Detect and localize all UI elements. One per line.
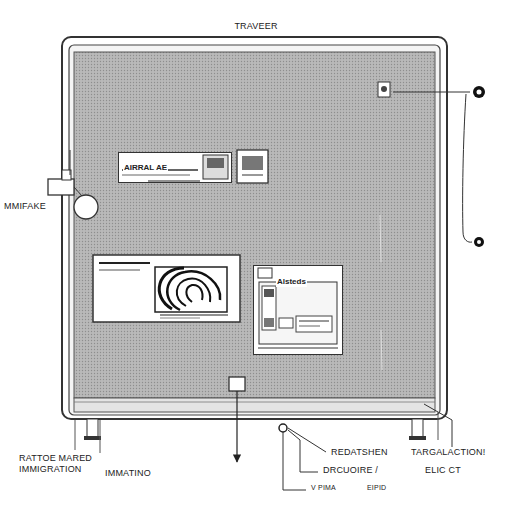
- illustration-part: [99, 270, 140, 271]
- illustration-part: [279, 318, 293, 328]
- illustration-part: [258, 348, 338, 349]
- fingerprint-panel: [93, 255, 240, 322]
- illustration-part: [229, 377, 245, 391]
- latch: [48, 150, 98, 219]
- illustration-part: [477, 90, 482, 95]
- illustration-part: [299, 321, 329, 322]
- illustration-part: [160, 314, 228, 315]
- illustration-part: [477, 240, 481, 244]
- illustration-part: [148, 181, 200, 182]
- illustration-part: [380, 215, 381, 262]
- illustration-part: [74, 187, 82, 196]
- illustration-part: [378, 82, 390, 97]
- illustration-part: [242, 175, 263, 176]
- illustration-part: [122, 175, 190, 176]
- part-label: EIPID: [366, 484, 387, 492]
- title-label: TRAVEER: [233, 21, 278, 32]
- illustration-part: [438, 412, 439, 440]
- illustration-part: [159, 268, 184, 309]
- illustration-part: [253, 265, 343, 355]
- illustration-part: [93, 255, 240, 322]
- small-card: [237, 150, 268, 183]
- part-label: V PIMA: [310, 484, 337, 492]
- id-card: [118, 152, 232, 183]
- illustration-part: [62, 37, 447, 419]
- illustration-part: [99, 262, 150, 264]
- illustration-part: [155, 267, 227, 312]
- illustration-part: [264, 318, 274, 327]
- part-label: ELIC CT: [424, 465, 462, 476]
- illustration-part: [74, 195, 98, 219]
- illustration-part: [74, 52, 435, 398]
- illustration-part: [474, 237, 484, 247]
- part-label: RATTOE MARED IMMIGRATION: [18, 453, 106, 475]
- part-label: TARGALACTION!: [410, 447, 486, 458]
- card-heading: AIRRAL AE: [123, 164, 168, 173]
- illustration-part: [237, 150, 268, 183]
- bottom-leaders: [75, 377, 452, 490]
- illustration-part: [262, 286, 276, 330]
- illustration-part: [203, 155, 228, 179]
- illustration-part: [473, 86, 485, 98]
- illustration-part: [288, 428, 326, 452]
- illustration-part: [279, 424, 287, 432]
- part-label: REDATSHEN: [330, 447, 389, 458]
- illustration-part: [258, 268, 272, 278]
- illustration-part: [409, 436, 426, 440]
- illustration-part: [69, 45, 440, 415]
- card-heading: Alsteds: [276, 278, 307, 287]
- illustration-part: [207, 158, 224, 168]
- screen-panel: Alsteds: [253, 265, 343, 355]
- illustration-part: [463, 94, 472, 242]
- illustration-part: [242, 156, 263, 170]
- part-label: MMIFAKE: [3, 201, 47, 212]
- illustration-part: [283, 432, 306, 490]
- illustration-part: [259, 282, 337, 344]
- illustration-part: [167, 271, 220, 310]
- illustration-part: [186, 285, 202, 302]
- illustration-part: [177, 279, 210, 306]
- illustration-part: [75, 420, 76, 450]
- part-label: DRCUOIRE /: [322, 465, 379, 476]
- illustration-part: [288, 430, 318, 472]
- illustration-part: [74, 402, 435, 403]
- illustration-part: [87, 419, 98, 437]
- housing: [62, 37, 447, 419]
- illustration-part: [84, 436, 101, 440]
- feet: [84, 419, 426, 440]
- illustration-part: [118, 152, 232, 183]
- sensor-leader: [378, 82, 485, 247]
- illustration-part: [264, 289, 274, 297]
- illustration-part: [424, 404, 452, 448]
- illustration-part: [48, 179, 74, 195]
- illustration-part: [381, 86, 387, 92]
- illustration-part: [70, 150, 71, 175]
- illustration-part: [299, 326, 320, 327]
- part-label: IMMATINO: [104, 468, 152, 479]
- illustration-part: [381, 330, 382, 370]
- illustration-part: [160, 318, 200, 319]
- illustration-part: [74, 398, 435, 412]
- illustration-part: [412, 419, 423, 437]
- id-card: AIRRAL AE: [118, 152, 232, 183]
- illustration-part: [393, 92, 470, 93]
- screen-panel: [253, 265, 343, 355]
- illustration-part: [296, 316, 332, 332]
- illustration-part: [236, 391, 237, 462]
